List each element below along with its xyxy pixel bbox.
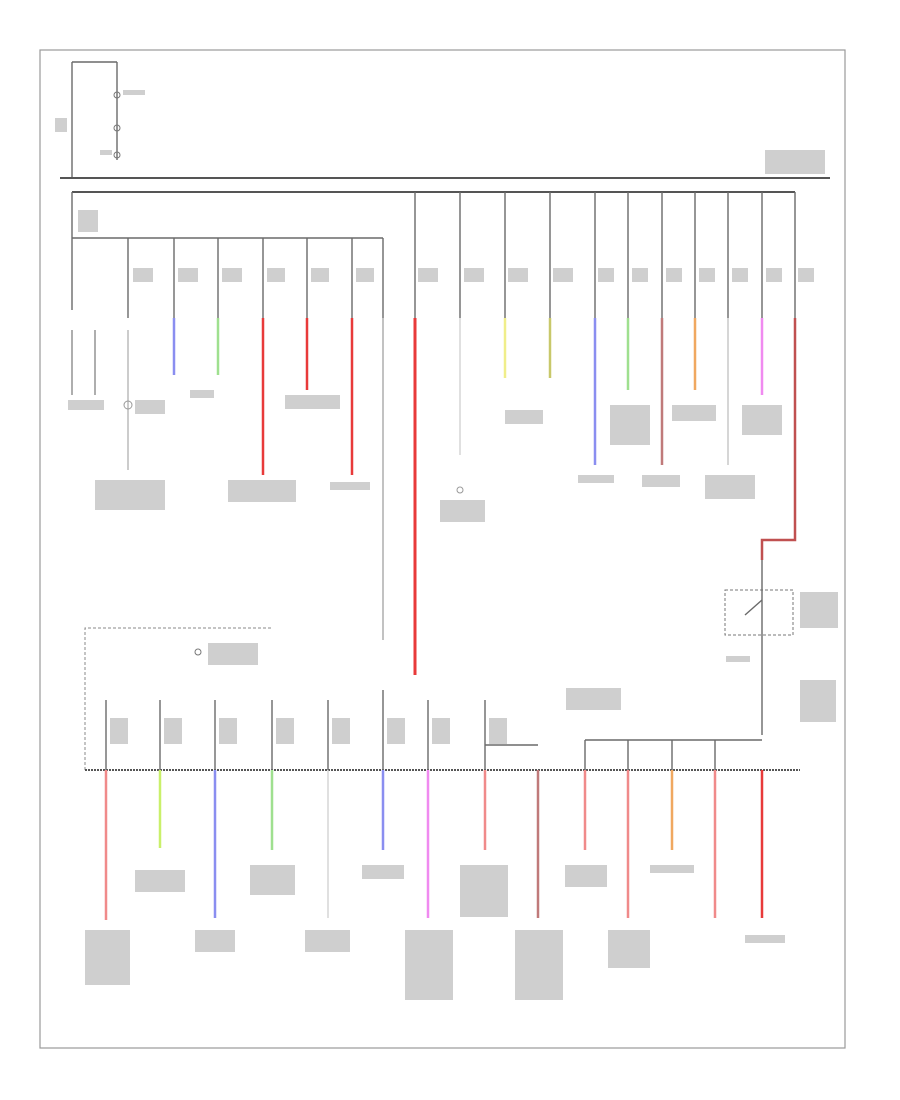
lower-output-wires bbox=[104, 770, 764, 920]
lower-component-labels bbox=[85, 865, 785, 1000]
upper-component-labels bbox=[68, 390, 782, 522]
diagram-frame bbox=[39, 49, 846, 1049]
relay-box bbox=[724, 560, 838, 735]
bus-label-right bbox=[765, 150, 825, 174]
lower-fuse-block bbox=[84, 627, 800, 771]
upper-fuse-row-left bbox=[127, 238, 384, 318]
upper-fuse-row-right bbox=[414, 192, 814, 318]
lower-fuse-columns bbox=[105, 690, 716, 770]
upper-output-wires bbox=[71, 318, 797, 675]
battery-feed bbox=[55, 61, 145, 178]
